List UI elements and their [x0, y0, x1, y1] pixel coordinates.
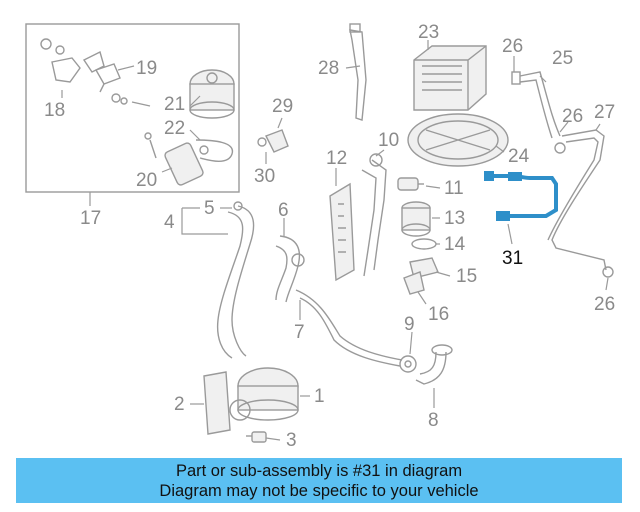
ring-part-14	[411, 238, 437, 250]
clip-part-29-30	[257, 129, 289, 153]
part-31-fitting-mid	[508, 172, 522, 181]
tube-part-10	[361, 153, 387, 277]
callout-11: 11	[444, 178, 464, 199]
callout-26-top: 26	[502, 36, 523, 57]
panel-part-12	[329, 182, 355, 282]
pump-part-1	[229, 367, 299, 421]
highlighted-part-31	[484, 171, 558, 221]
callout-4: 4	[164, 212, 175, 233]
callout-7: 7	[294, 322, 305, 343]
bracket-part-2	[203, 371, 231, 435]
callout-22: 22	[164, 118, 185, 139]
bracket-part-18	[40, 38, 105, 83]
hose-part-4	[216, 201, 255, 359]
line-part-27	[547, 129, 614, 278]
callout-3: 3	[286, 430, 297, 451]
elbow-part-8	[415, 344, 453, 385]
callout-21: 21	[164, 94, 185, 115]
connector-part-3	[246, 431, 267, 443]
callout-17: 17	[80, 208, 101, 229]
banner-line-2: Diagram may not be specific to your vehi…	[159, 481, 479, 500]
callout-16: 16	[428, 304, 449, 325]
disc-part-24	[407, 113, 509, 167]
part-31-line	[488, 174, 558, 218]
callout-26-bottom: 26	[594, 294, 615, 315]
callout-18: 18	[44, 100, 65, 121]
fitting-part-9	[399, 355, 417, 373]
callout-10: 10	[378, 130, 399, 151]
info-banner: Part or sub-assembly is #31 in diagram D…	[16, 458, 622, 503]
callout-6: 6	[278, 200, 289, 221]
callout-27: 27	[594, 102, 615, 123]
washers	[111, 93, 151, 107]
part-31-fitting-bottom	[496, 211, 510, 221]
callout-26-mid: 26	[562, 106, 583, 127]
callout-24: 24	[508, 146, 530, 167]
canister-part-23	[413, 45, 487, 111]
valve-part-21	[189, 69, 235, 119]
callout-28: 28	[318, 58, 339, 79]
callout-9: 9	[404, 314, 415, 335]
fitting-part-11	[397, 177, 424, 191]
callout-31: 31	[502, 248, 523, 269]
callout-14: 14	[444, 234, 466, 255]
banner-line-1: Part or sub-assembly is #31 in diagram	[175, 461, 463, 480]
callout-23: 23	[418, 22, 439, 43]
callout-25: 25	[552, 48, 573, 69]
hose-part-6	[275, 235, 305, 303]
callout-15: 15	[456, 266, 477, 287]
bracket-part-19	[94, 63, 121, 93]
inset-box	[25, 23, 240, 193]
hose-part-25	[511, 71, 561, 139]
bracket-part-16	[403, 271, 425, 295]
valve-part-13	[401, 201, 431, 237]
callout-20: 20	[136, 170, 157, 191]
filter-part-20	[144, 132, 204, 186]
leader-lines	[61, 40, 609, 441]
callout-19: 19	[136, 58, 157, 79]
callout-5: 5	[204, 198, 215, 219]
part-31-fitting-top	[484, 171, 494, 181]
hose-part-22	[195, 139, 234, 162]
callout-13: 13	[444, 208, 465, 229]
callout-12: 12	[326, 148, 347, 169]
callout-8: 8	[428, 410, 439, 431]
callout-30: 30	[254, 166, 275, 187]
parts-diagram: 17 18 19 21 22 20 28 23 26 25 26 27 29 3…	[25, 22, 615, 451]
hose-part-7	[295, 289, 403, 367]
callout-29: 29	[272, 96, 293, 117]
callout-1: 1	[314, 386, 325, 407]
pipe-part-28	[349, 23, 367, 121]
callout-2: 2	[174, 394, 185, 415]
